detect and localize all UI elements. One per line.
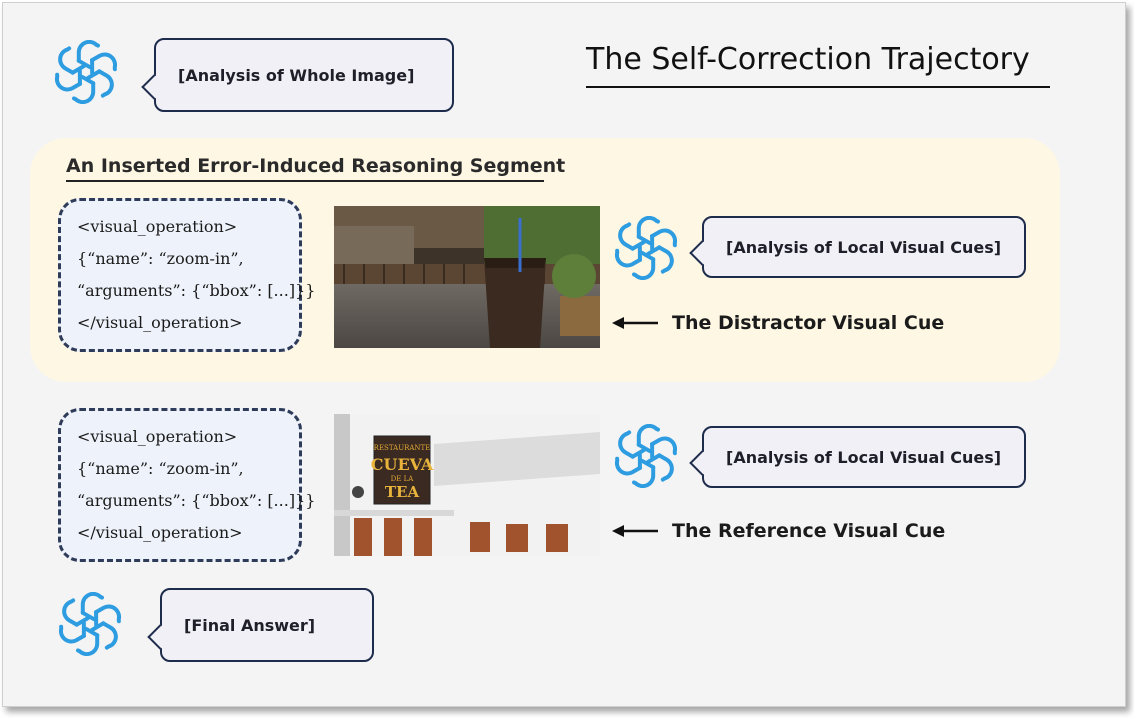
left-arrow-icon: [612, 525, 658, 537]
distractor-cue-text: The Distractor Visual Cue: [672, 312, 945, 334]
sign-text-cueva: CUEVA: [371, 455, 434, 474]
left-arrow-icon: [612, 317, 658, 329]
segment-local-analysis-bubble: [Analysis of Local Visual Cues]: [689, 216, 1026, 278]
distractor-image: [334, 206, 600, 348]
whole-image-analysis-text: [Analysis of Whole Image]: [178, 65, 415, 85]
whole-image-analysis-bubble: [Analysis of Whole Image]: [141, 38, 454, 112]
distractor-cue-label: The Distractor Visual Cue: [612, 312, 944, 334]
reference-image: RESTAURANTE CUEVA DE LA TEA: [334, 414, 600, 556]
code-line: “arguments”: {“bbox”: [...]}}: [77, 491, 316, 510]
code-line: <visual_operation>: [77, 427, 238, 446]
sign-text-tea: TEA: [385, 483, 420, 501]
ai-logo-icon: [614, 216, 678, 280]
ai-logo-icon: [58, 592, 122, 656]
reference-code-block: <visual_operation> {“name”: “zoom-in”, “…: [58, 408, 316, 562]
reference-local-analysis-text: [Analysis of Local Visual Cues]: [726, 447, 1002, 467]
reference-cue-label: The Reference Visual Cue: [612, 520, 945, 542]
ai-logo-icon: [54, 40, 118, 104]
code-line: </visual_operation>: [77, 523, 243, 542]
segment-title: An Inserted Error-Induced Reasoning Segm…: [66, 155, 566, 177]
final-answer-bubble: [Final Answer]: [147, 588, 374, 662]
diagram-title: The Self-Correction Trajectory: [586, 42, 1030, 77]
final-answer-text: [Final Answer]: [184, 615, 316, 635]
segment-code-block: <visual_operation> {“name”: “zoom-in”, “…: [58, 198, 316, 352]
sign-text-de-la: DE LA: [391, 475, 415, 483]
title-underline: [586, 86, 1050, 88]
sign-text-restaurante: RESTAURANTE: [374, 444, 431, 452]
segment-local-analysis-text: [Analysis of Local Visual Cues]: [726, 237, 1002, 257]
reference-cue-text: The Reference Visual Cue: [672, 520, 946, 542]
code-line: {“name”: “zoom-in”,: [77, 249, 244, 268]
code-line: “arguments”: {“bbox”: [...]}}: [77, 281, 316, 300]
code-line: {“name”: “zoom-in”,: [77, 459, 244, 478]
reference-local-analysis-bubble: [Analysis of Local Visual Cues]: [689, 426, 1026, 488]
code-line: </visual_operation>: [77, 313, 243, 332]
segment-title-underline: [66, 180, 544, 182]
code-line: <visual_operation>: [77, 217, 238, 236]
ai-logo-icon: [614, 424, 678, 488]
